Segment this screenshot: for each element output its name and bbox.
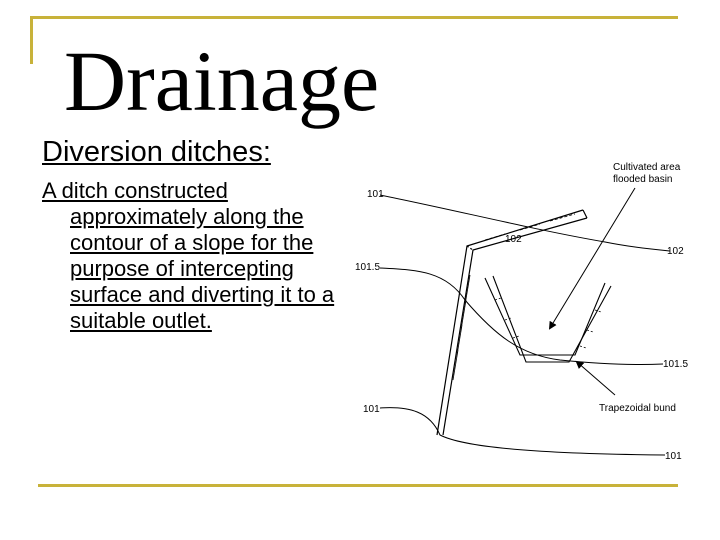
contour-label-1015-right: 101.5 [663,359,688,370]
contour-label-1015-left: 101.5 [355,262,380,273]
label-flooded-basin: flooded basin [613,174,673,185]
diversion-ditch-diagram: Cultivated area flooded basin Trapezoida… [355,162,688,462]
contour-line-1015 [379,267,664,366]
label-cultivated-area: Cultivated area [613,162,681,173]
top-rule [30,16,678,19]
slide-body-text: A ditch constructed approximately along … [42,178,335,333]
slide-subtitle: Diversion ditches: [42,136,271,168]
contour-line-101-top [379,194,671,252]
trapezoidal-bund [484,275,612,363]
bottom-rule [38,484,678,487]
contour-label-102-right: 102 [667,246,684,257]
contour-line-101-bottom [379,407,666,456]
contour-label-101-bottom-left: 101 [363,404,380,415]
contour-label-101-top: 101 [367,189,384,200]
label-trapezoidal-bund: Trapezoidal bund [599,403,676,414]
diversion-ditch [436,209,588,436]
trapezoidal-bund-arrow [575,360,616,396]
contour-label-102-ditch: 102 [505,234,522,245]
contour-label-101-bottom-right: 101 [665,451,682,462]
cultivated-area-arrow [548,187,636,330]
slide-title: Drainage [64,33,380,129]
left-rule [30,16,33,64]
